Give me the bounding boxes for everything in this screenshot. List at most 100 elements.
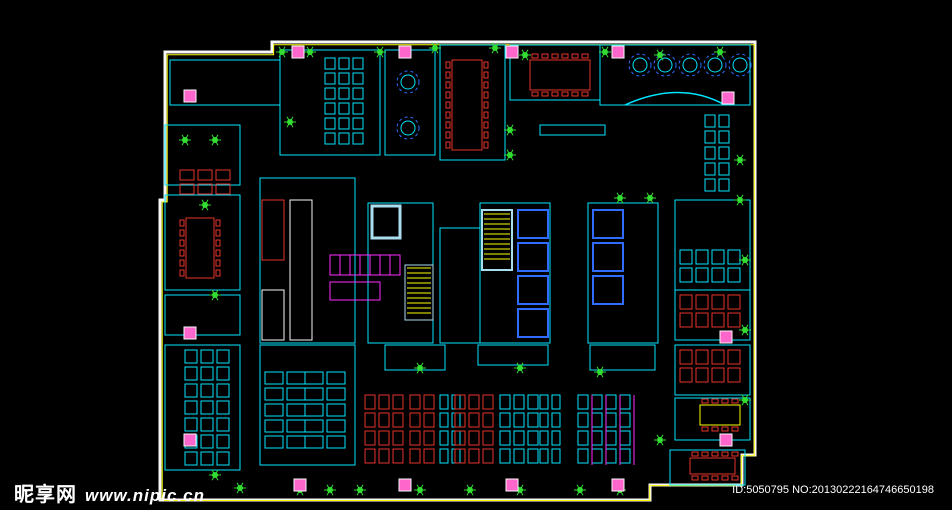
room-wall-1 xyxy=(279,49,381,156)
desk-cluster-icon xyxy=(591,412,603,428)
chair xyxy=(701,475,709,481)
desk-cluster-icon xyxy=(718,162,730,176)
chair xyxy=(731,451,739,457)
desk-cluster-icon xyxy=(513,394,525,410)
chair xyxy=(711,475,719,481)
round-table xyxy=(707,57,723,73)
column-icon xyxy=(505,45,519,59)
desk-cluster-icon xyxy=(591,430,603,446)
elevator-icon xyxy=(592,209,624,239)
chairs-ring xyxy=(678,53,702,77)
desk-cluster-icon xyxy=(304,419,324,433)
desk-cluster-icon xyxy=(619,412,631,428)
plant-leaf xyxy=(416,367,421,374)
plant-leaf xyxy=(596,366,601,373)
plant-leaf xyxy=(356,489,361,496)
column-icon xyxy=(398,478,412,492)
chair xyxy=(445,131,451,139)
round-table xyxy=(400,120,416,136)
desk-cluster-icon xyxy=(286,435,306,449)
desk-cluster-icon xyxy=(352,117,364,130)
desk-cluster-icon xyxy=(215,169,231,181)
plant-leaf xyxy=(239,482,244,489)
plant-leaf xyxy=(419,484,424,491)
round-table xyxy=(732,57,748,73)
reception-desk xyxy=(539,124,606,136)
plant-leaf xyxy=(306,46,311,53)
plant-leaf xyxy=(289,116,294,123)
plant-leaf xyxy=(211,289,216,296)
desk-cluster-icon xyxy=(200,434,214,449)
plant-leaf xyxy=(576,489,581,496)
desk-cluster-icon xyxy=(527,448,539,464)
plant-leaf xyxy=(646,197,651,204)
plant-leaf xyxy=(741,399,746,406)
chair xyxy=(711,451,719,457)
plant-leaf xyxy=(359,484,364,491)
chair xyxy=(445,91,451,99)
room-wall-2 xyxy=(384,49,436,156)
plant-leaf xyxy=(524,54,529,61)
chair xyxy=(179,249,185,257)
toilet-stalls xyxy=(329,254,401,276)
desk-cluster-icon xyxy=(338,102,350,115)
desk-cluster-icon xyxy=(695,249,709,265)
desk-cluster-icon xyxy=(591,448,603,464)
desk-cluster-icon xyxy=(439,412,449,428)
desk-cluster-icon xyxy=(304,403,324,417)
desk-cluster-icon xyxy=(409,412,421,428)
desk-cluster-icon xyxy=(619,394,631,410)
desk-cluster-icon xyxy=(352,72,364,85)
room-wall-18 xyxy=(674,397,751,441)
desk-cluster-icon xyxy=(338,57,350,70)
desk-cluster-icon xyxy=(499,394,511,410)
plant-leaf xyxy=(649,197,654,204)
desk-cluster-icon xyxy=(468,412,480,428)
chairs-ring xyxy=(628,53,652,77)
plant-leaf xyxy=(431,47,436,54)
desk-cluster-icon xyxy=(513,430,525,446)
desk-cluster-icon xyxy=(551,412,561,428)
core-room xyxy=(370,204,402,240)
round-table xyxy=(682,57,698,73)
desk-cluster-icon xyxy=(364,448,376,464)
building-core xyxy=(261,199,624,341)
desk-cluster-icon xyxy=(264,371,284,385)
desk-cluster-icon xyxy=(200,417,214,432)
desk-cluster-icon xyxy=(264,403,284,417)
plant-leaf xyxy=(576,484,581,491)
chair xyxy=(215,229,221,237)
desk-cluster-icon xyxy=(439,448,449,464)
chairs-ring xyxy=(703,53,727,77)
chair xyxy=(561,53,569,59)
desk-cluster-icon xyxy=(695,267,709,283)
desk-cluster-icon xyxy=(324,57,336,70)
chair xyxy=(691,475,699,481)
desk-cluster-icon xyxy=(605,448,617,464)
chair xyxy=(483,141,489,149)
plant-leaf xyxy=(659,54,664,61)
plant-leaf xyxy=(494,47,499,54)
desk-cluster-icon xyxy=(711,349,725,365)
plant-leaf xyxy=(329,484,334,491)
plant-leaf xyxy=(466,489,471,496)
desk-cluster-icon xyxy=(679,367,693,383)
desk-cluster-icon xyxy=(711,267,725,283)
room-wall-13 xyxy=(479,202,551,344)
plant-leaf xyxy=(741,394,746,401)
plant-leaf xyxy=(516,362,521,369)
desk-cluster-icon xyxy=(352,87,364,100)
plant-leaf xyxy=(619,197,624,204)
plant-leaf xyxy=(506,154,511,161)
chair xyxy=(731,426,739,432)
chair xyxy=(445,81,451,89)
plant-leaf xyxy=(519,484,524,491)
chair xyxy=(483,61,489,69)
desk-cluster-icon xyxy=(451,448,461,464)
desk-cluster-icon xyxy=(304,371,324,385)
chair xyxy=(551,53,559,59)
column-icon xyxy=(505,478,519,492)
plant-leaf xyxy=(306,51,311,58)
desk-cluster-icon xyxy=(364,430,376,446)
desk-cluster-icon xyxy=(454,412,466,428)
